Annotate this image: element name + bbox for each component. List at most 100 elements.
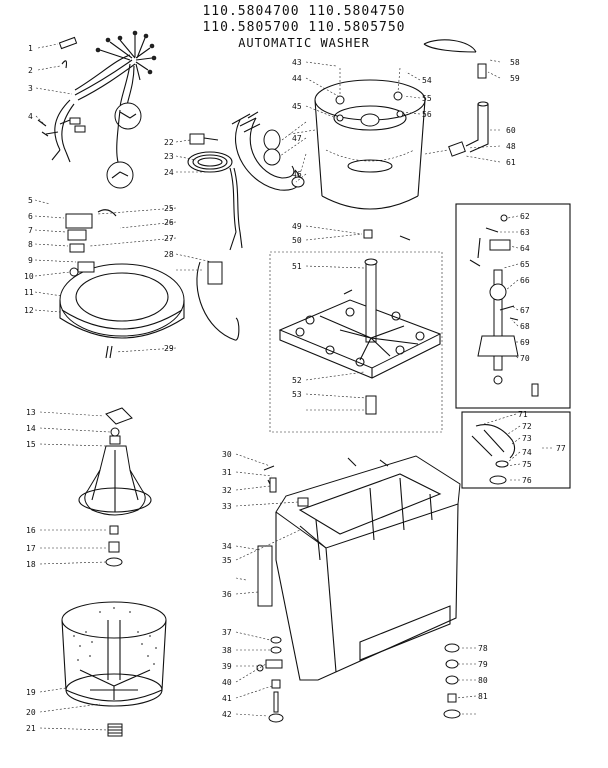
- callout-66: 66: [520, 276, 530, 285]
- callout-55: 55: [422, 94, 432, 103]
- model-numbers-line-2: 110.5805700 110.5805750: [202, 20, 406, 35]
- callout-58: 58: [510, 58, 520, 67]
- callout-34: 34: [222, 542, 232, 551]
- callout-65: 65: [520, 260, 530, 269]
- callout-1: 1: [28, 44, 33, 53]
- callout-77: 77: [556, 444, 566, 453]
- callout-leaders-right: [455, 215, 552, 715]
- callout-3: 3: [28, 84, 33, 93]
- callout-46: 46: [292, 170, 302, 179]
- callout-25: 25: [164, 204, 174, 213]
- model-numbers-line-1: 110.5804700 110.5804750: [202, 4, 406, 19]
- linkage-detail-box: [455, 203, 571, 409]
- callout-13: 13: [26, 408, 36, 417]
- callout-49: 49: [292, 222, 302, 231]
- callout-22: 22: [164, 138, 174, 147]
- tub-ring-assembly: [59, 209, 185, 359]
- callout-71: 71: [518, 410, 528, 419]
- callout-72: 72: [522, 422, 532, 431]
- callout-52: 52: [292, 376, 302, 385]
- callout-37: 37: [222, 628, 232, 637]
- callout-7: 7: [28, 226, 33, 235]
- callout-42: 42: [222, 710, 232, 719]
- callout-28: 28: [164, 250, 174, 259]
- callout-64: 64: [520, 244, 530, 253]
- callout-43: 43: [292, 58, 302, 67]
- callout-9: 9: [28, 256, 33, 265]
- clutch-detail-box: [461, 411, 571, 489]
- callout-6: 6: [28, 212, 33, 221]
- spin-basket: [61, 601, 167, 737]
- agitator: [78, 407, 152, 567]
- leveling-feet-left: [256, 636, 284, 723]
- callout-60: 60: [506, 126, 516, 135]
- callout-21: 21: [26, 724, 36, 733]
- callout-50: 50: [292, 236, 302, 245]
- callout-26: 26: [164, 218, 174, 227]
- callout-73: 73: [522, 434, 532, 443]
- diagram-title: AUTOMATIC WASHER: [238, 36, 370, 50]
- drain-hose-assembly: [187, 133, 243, 251]
- callout-5: 5: [28, 196, 33, 205]
- callout-33: 33: [222, 502, 232, 511]
- callout-62: 62: [520, 212, 530, 221]
- spring-wire: [196, 261, 240, 341]
- callout-24: 24: [164, 168, 174, 177]
- callout-75: 75: [522, 460, 532, 469]
- callout-4: 4: [28, 112, 33, 121]
- callout-81: 81: [478, 692, 488, 701]
- callout-32: 32: [222, 486, 232, 495]
- callout-51: 51: [292, 262, 302, 271]
- outer-tub: [289, 67, 426, 210]
- callout-53: 53: [292, 390, 302, 399]
- callout-27: 27: [164, 234, 174, 243]
- callout-78: 78: [478, 644, 488, 653]
- callout-23: 23: [164, 152, 174, 161]
- callout-17: 17: [26, 544, 36, 553]
- callout-38: 38: [222, 646, 232, 655]
- callout-41: 41: [222, 694, 232, 703]
- callout-40: 40: [222, 678, 232, 687]
- callout-74: 74: [522, 448, 532, 457]
- callout-79: 79: [478, 660, 488, 669]
- callout-39: 39: [222, 662, 232, 671]
- callout-16: 16: [26, 526, 36, 535]
- wiring-harness: [37, 30, 157, 189]
- callout-leaders: [34, 43, 501, 731]
- pump-hose: [231, 111, 305, 191]
- callout-36: 36: [222, 590, 232, 599]
- callout-80: 80: [478, 676, 488, 685]
- callout-45: 45: [292, 102, 302, 111]
- callout-54: 54: [422, 76, 432, 85]
- callout-76: 76: [522, 476, 532, 485]
- callout-18: 18: [26, 560, 36, 569]
- basket-perforations: [73, 607, 157, 665]
- mounting-plate-assembly: [269, 229, 443, 433]
- leveling-feet-right: [443, 643, 461, 719]
- callout-59: 59: [510, 74, 520, 83]
- callout-15: 15: [26, 440, 36, 449]
- callout-44: 44: [292, 74, 302, 83]
- callout-10: 10: [24, 272, 34, 281]
- callout-29: 29: [164, 344, 174, 353]
- callout-61: 61: [506, 158, 516, 167]
- callout-56: 56: [422, 110, 432, 119]
- callout-35: 35: [222, 556, 232, 565]
- callout-69: 69: [520, 338, 530, 347]
- callout-70: 70: [520, 354, 530, 363]
- callout-8: 8: [28, 240, 33, 249]
- callout-30: 30: [222, 450, 232, 459]
- fill-hose-and-fittings: [423, 39, 489, 157]
- callout-12: 12: [24, 306, 34, 315]
- callout-48: 48: [506, 142, 516, 151]
- callout-63: 63: [520, 228, 530, 237]
- callout-14: 14: [26, 424, 36, 433]
- callout-68: 68: [520, 322, 530, 331]
- callout-31: 31: [222, 468, 232, 477]
- callout-67: 67: [520, 306, 530, 315]
- callout-11: 11: [24, 288, 34, 297]
- callout-20: 20: [26, 708, 36, 717]
- callout-19: 19: [26, 688, 36, 697]
- callout-2: 2: [28, 66, 33, 75]
